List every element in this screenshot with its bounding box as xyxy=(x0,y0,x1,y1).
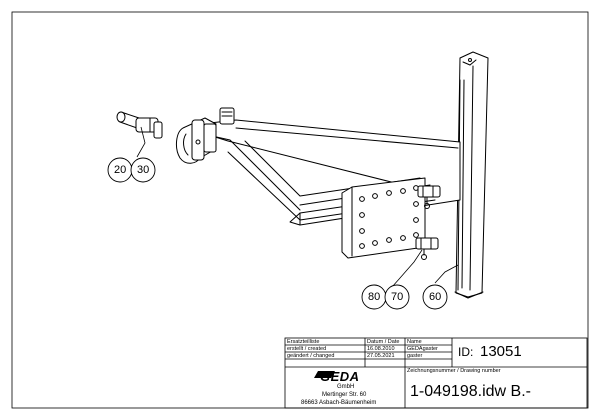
geda-logo-mark xyxy=(314,371,335,378)
geda-logo-text: GEDA xyxy=(320,369,360,384)
tb-name-header: Name xyxy=(407,338,422,345)
leader-lines xyxy=(136,126,459,288)
balloon-30 xyxy=(130,157,156,183)
tb-company-city: 86663 Asbach-Bäumenheim xyxy=(301,400,377,406)
tb-company-street: Mertinger Str. 60 xyxy=(322,392,367,398)
tb-changed-date: 27.05.2021 xyxy=(367,352,395,359)
tb-created-label: erstellt / created xyxy=(287,345,327,352)
tb-date-header: Datum / Date xyxy=(367,338,400,345)
rail-clamp-upper xyxy=(417,185,441,209)
swivel-bolt xyxy=(116,111,163,139)
title-block xyxy=(284,337,588,409)
balloon-70 xyxy=(384,284,410,310)
tb-parts-list-label: Ersatzteilliste xyxy=(287,338,320,345)
balloon-label-30: 30 xyxy=(137,164,150,176)
bracket-drawing xyxy=(116,51,489,299)
tube-coupler xyxy=(175,107,235,164)
tb-id-label: ID: xyxy=(458,345,474,359)
tb-created-date: 16.08.2010 xyxy=(367,345,395,352)
tb-drawing-number-label: Zeichnungsnummer / Drawing number xyxy=(407,367,501,374)
balloon-label-60: 60 xyxy=(429,291,442,303)
tb-created-name: GEDAgaster xyxy=(407,345,438,352)
rail-clamp-lower xyxy=(415,237,439,260)
perforated-plate xyxy=(341,177,426,259)
tb-company-suffix: GmbH xyxy=(337,384,355,390)
balloon-60 xyxy=(422,284,448,310)
callout-balloons xyxy=(107,157,448,310)
tb-changed-name: gaster xyxy=(407,352,423,359)
tb-drawing-number: 1-049198.idw B.- xyxy=(410,383,531,400)
guide-rail xyxy=(454,51,489,299)
tb-changed-label: geändert / changed xyxy=(287,352,335,359)
balloon-label-70: 70 xyxy=(391,291,404,303)
balloon-label-80: 80 xyxy=(368,291,381,303)
tb-id-value: 13051 xyxy=(480,343,522,360)
balloon-label-20: 20 xyxy=(114,164,127,176)
